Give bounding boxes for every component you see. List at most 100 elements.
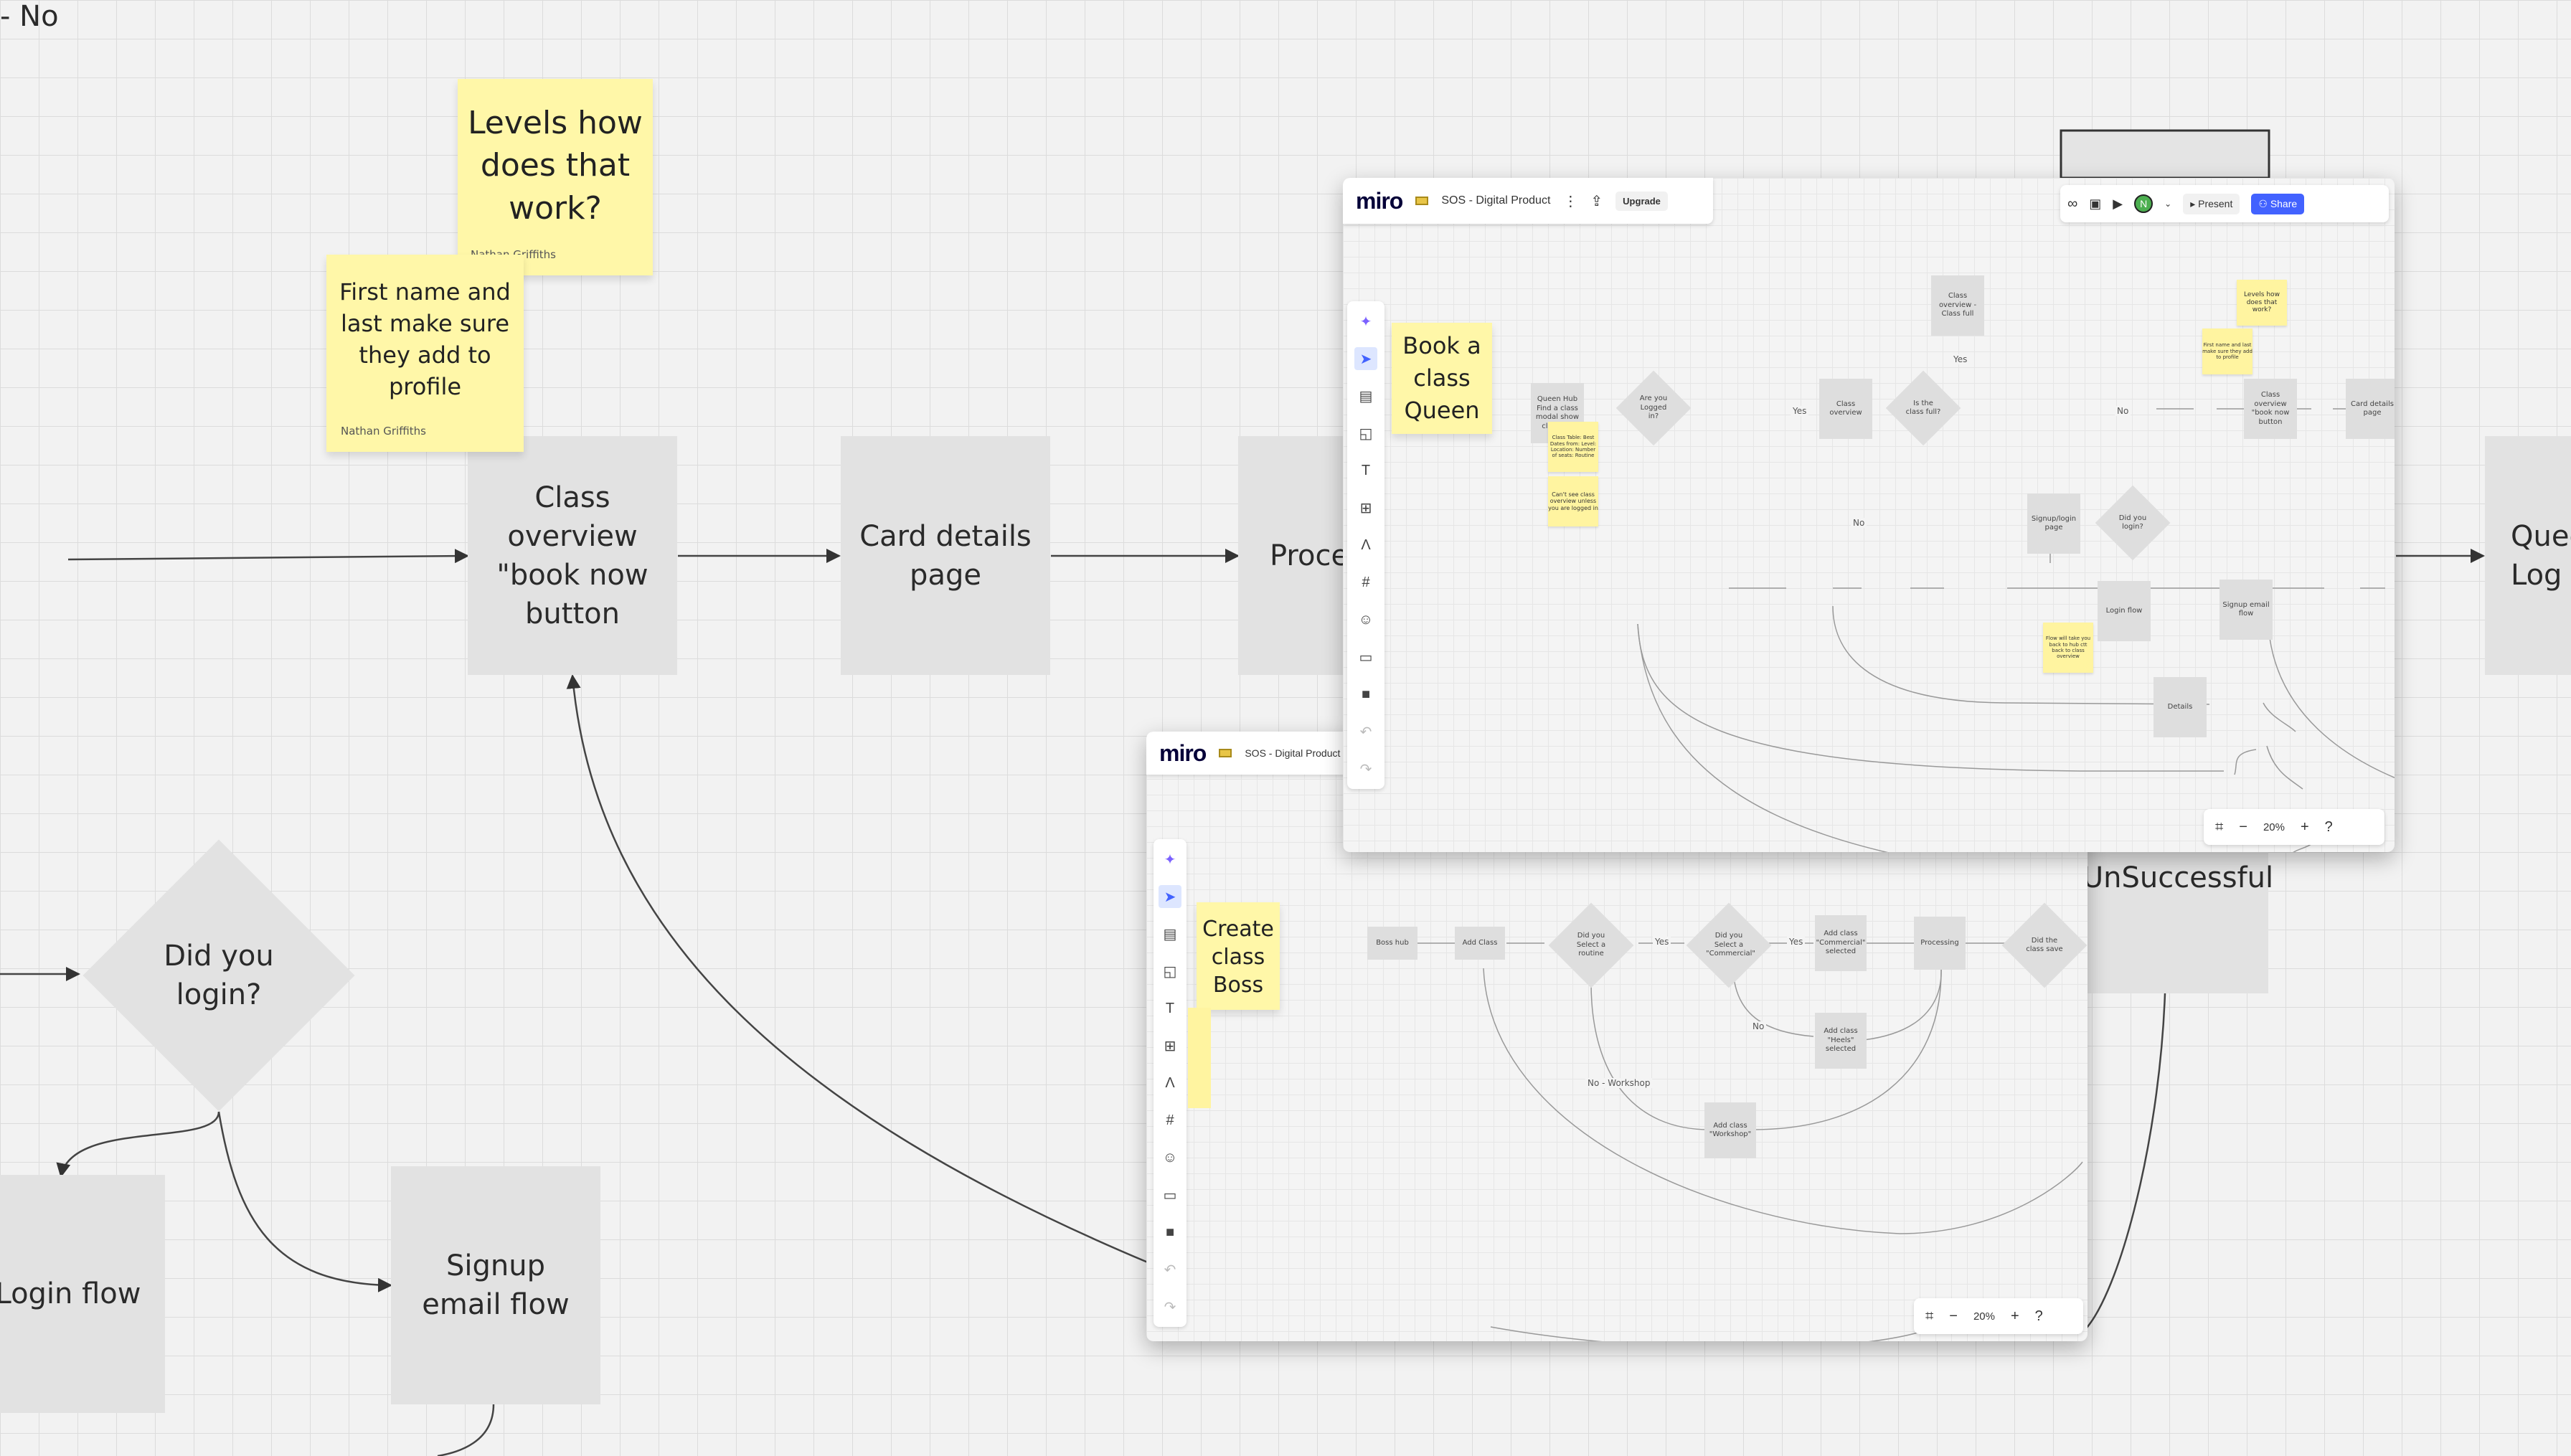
- add-workshop-node[interactable]: Add class "Workshop": [1704, 1102, 1756, 1158]
- boss-topbar: miro SOS - Digital Product: [1146, 732, 1362, 775]
- sticky-levels[interactable]: Levels how does that work? Nathan Griffi…: [458, 79, 653, 275]
- templates-icon[interactable]: ▤: [1163, 926, 1177, 942]
- are-you-logged-in-diamond[interactable]: Are you Logged in?: [1615, 370, 1692, 446]
- comment-icon[interactable]: ▭: [1163, 1187, 1177, 1204]
- add-more-icon[interactable]: ■: [1165, 1224, 1175, 1240]
- add-more-icon[interactable]: ■: [1361, 686, 1371, 702]
- sticky-note-icon[interactable]: ◱: [1359, 425, 1373, 442]
- pen-icon[interactable]: Ʌ: [1361, 536, 1371, 553]
- ai-sparkle-icon[interactable]: ✦: [1164, 851, 1176, 868]
- queen-zoombar: ⌗ − 20% + ?: [2204, 809, 2384, 845]
- select-commercial-diamond[interactable]: Did you Select a "Commercial": [1686, 902, 1772, 988]
- fit-screen-icon[interactable]: ⌗: [1925, 1308, 1934, 1324]
- zoom-level[interactable]: 20%: [1973, 1310, 1995, 1323]
- class-overview-node[interactable]: Class overview "book now button: [468, 436, 677, 675]
- fit-screen-icon[interactable]: ⌗: [2215, 818, 2224, 835]
- emoji-icon[interactable]: ☺: [1162, 1149, 1178, 1166]
- boss-hub-node[interactable]: Boss hub: [1367, 927, 1417, 960]
- mini-sticky-class-table[interactable]: Class Table: Best Dates from: Level: Loc…: [1548, 422, 1598, 472]
- redo-icon[interactable]: ↷: [1164, 1299, 1176, 1315]
- zoom-level[interactable]: 20%: [2263, 821, 2285, 833]
- ai-sparkle-icon[interactable]: ✦: [1359, 313, 1372, 330]
- add-heels-node[interactable]: Add class "Heels" selected: [1815, 1013, 1867, 1069]
- text-icon[interactable]: T: [1361, 462, 1371, 478]
- templates-icon[interactable]: ▤: [1359, 388, 1373, 405]
- queen-label-no-1: No: [2115, 406, 2131, 416]
- export-icon[interactable]: ⇪: [1590, 193, 1603, 209]
- mini-sticky-flow-back[interactable]: Flow will take you back to hub ctt back …: [2043, 623, 2093, 673]
- processing-node[interactable]: Proce: [1238, 436, 1360, 675]
- comment-icon[interactable]: ▭: [1359, 649, 1373, 666]
- login-flow-node[interactable]: Login flow: [0, 1175, 165, 1413]
- hidden-sticky-edge: [1188, 1008, 1211, 1108]
- board-flag-icon: [1415, 197, 1429, 205]
- boss-label-yes-1: Yes: [1653, 937, 1671, 947]
- help-icon[interactable]: ?: [2324, 818, 2333, 835]
- reactions-icon[interactable]: ▣: [2089, 196, 2102, 211]
- queen-toolbar: ✦ ➤ ▤ ◱ T ⊞ Ʌ # ☺ ▭ ■ ↶ ↷: [1347, 301, 1384, 789]
- help-icon[interactable]: ?: [2034, 1308, 2043, 1324]
- board-name[interactable]: SOS - Digital Product: [1441, 194, 1551, 207]
- queen-topbar-right: ∞ ▣ ▶ N ⌄ ▸ Present ⚇ Share: [2060, 185, 2389, 222]
- unsuccessful-node[interactable]: UnSuccessful: [2082, 850, 2273, 993]
- frame-icon[interactable]: #: [1362, 574, 1370, 590]
- queen-login-node[interactable]: Queen Log: [2485, 436, 2571, 675]
- class-overview-full-node[interactable]: Class overview - Class full: [1931, 275, 1984, 336]
- board-menu-icon[interactable]: ⋮: [1563, 193, 1578, 209]
- mini-sticky-first-name[interactable]: First name and last make sure they add t…: [2202, 328, 2252, 374]
- did-you-login-mini-diamond[interactable]: Did you login?: [2095, 485, 2171, 561]
- processing-mini-node[interactable]: Processing: [1914, 917, 1966, 970]
- collaborators-icon[interactable]: ∞: [2067, 195, 2078, 212]
- signup-email-flow-mini-node[interactable]: Signup email flow: [2219, 580, 2273, 640]
- did-you-login-diamond[interactable]: Did you login?: [82, 839, 355, 1112]
- zoom-in-icon[interactable]: +: [2010, 1308, 2019, 1324]
- select-icon[interactable]: ➤: [1159, 885, 1181, 908]
- add-class-node[interactable]: Add Class: [1455, 927, 1505, 960]
- zoom-in-icon[interactable]: +: [2300, 818, 2309, 835]
- signup-email-flow-node[interactable]: Signup email flow: [391, 1166, 600, 1404]
- is-class-full-diamond[interactable]: Is the class full?: [1885, 370, 1961, 446]
- sticky-book-class-queen[interactable]: Book a class Queen: [1392, 323, 1492, 434]
- signup-login-node[interactable]: Signup/login page: [2027, 493, 2080, 554]
- mini-sticky-levels[interactable]: Levels how does that work?: [2237, 280, 2287, 326]
- miro-window-queen[interactable]: miro SOS - Digital Product ⋮ ⇪ Upgrade ∞…: [1343, 178, 2395, 852]
- present-button[interactable]: ▸ Present: [2183, 193, 2240, 214]
- class-overview-mini-node[interactable]: Class overview: [1819, 379, 1872, 439]
- select-icon[interactable]: ➤: [1354, 347, 1377, 370]
- boss-label-yes-2: Yes: [1787, 937, 1806, 947]
- did-class-save-diamond[interactable]: Did the class save: [2001, 902, 2088, 988]
- sticky-create-class-boss[interactable]: Create class Boss: [1197, 902, 1280, 1010]
- sticky-first-name[interactable]: First name and last make sure they add t…: [326, 255, 524, 452]
- login-flow-mini-node[interactable]: Login flow: [2098, 581, 2151, 641]
- redo-icon[interactable]: ↷: [1359, 761, 1372, 777]
- pen-icon[interactable]: Ʌ: [1165, 1074, 1175, 1091]
- sticky-note-icon[interactable]: ◱: [1163, 963, 1177, 980]
- card-details-mini-node[interactable]: Card details page: [2346, 379, 2395, 439]
- add-commercial-node[interactable]: Add class "Commercial" selected: [1815, 915, 1867, 971]
- class-overview-book-node[interactable]: Class overview "book now button: [2244, 379, 2297, 439]
- mini-sticky-cant-see[interactable]: Can't see class overview unless you are …: [1548, 476, 1598, 526]
- chevron-down-icon[interactable]: ⌄: [2164, 199, 2172, 209]
- miro-logo[interactable]: miro: [1356, 187, 1403, 214]
- share-button[interactable]: ⚇ Share: [2251, 193, 2305, 214]
- undo-icon[interactable]: ↶: [1164, 1262, 1176, 1278]
- undo-icon[interactable]: ↶: [1359, 724, 1372, 740]
- edge-no-to-class-overview: [67, 549, 469, 564]
- shapes-icon[interactable]: ⊞: [1164, 1038, 1176, 1054]
- miro-logo[interactable]: miro: [1159, 739, 1207, 766]
- board-name[interactable]: SOS - Digital Product: [1245, 747, 1341, 759]
- avatar[interactable]: N: [2134, 194, 2153, 213]
- text-icon[interactable]: T: [1165, 1000, 1175, 1016]
- card-details-node[interactable]: Card details page: [841, 436, 1050, 675]
- details-mini-node[interactable]: Details: [2153, 677, 2207, 737]
- queen-label-yes-2: Yes: [1951, 354, 1970, 364]
- upgrade-button[interactable]: Upgrade: [1615, 191, 1668, 211]
- video-icon[interactable]: ▶: [2113, 196, 2123, 211]
- emoji-icon[interactable]: ☺: [1358, 611, 1374, 628]
- zoom-out-icon[interactable]: −: [1949, 1308, 1958, 1324]
- boss-zoombar: ⌗ − 20% + ?: [1914, 1298, 2083, 1334]
- select-routine-diamond[interactable]: Did you Select a routine: [1548, 902, 1634, 988]
- shapes-icon[interactable]: ⊞: [1359, 500, 1372, 516]
- zoom-out-icon[interactable]: −: [2239, 818, 2247, 835]
- frame-icon[interactable]: #: [1166, 1112, 1174, 1128]
